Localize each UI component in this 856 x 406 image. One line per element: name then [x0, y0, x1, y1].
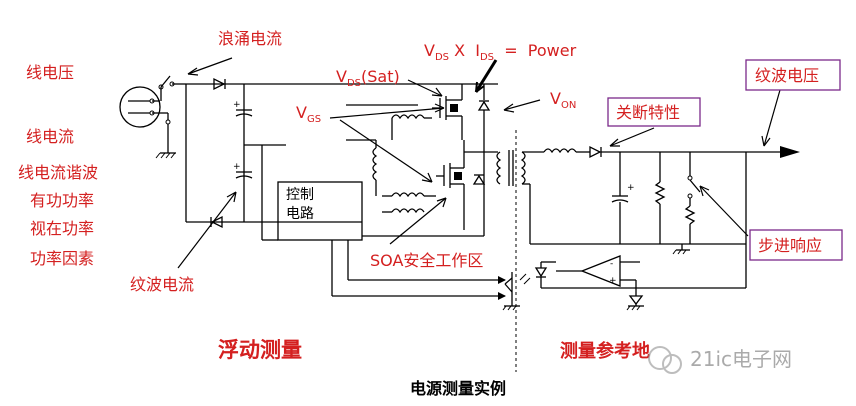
diagram-caption: 电源测量实例 — [410, 379, 506, 398]
von-label: VON — [550, 89, 576, 111]
ripple-current-label: 纹波电流 — [130, 275, 194, 294]
line-voltage-label: 线电压 — [26, 63, 74, 82]
svg-text:+: + — [627, 183, 635, 193]
real-power-label: 有功功率 — [30, 191, 94, 210]
control-circuit-label-2: 电路 — [286, 206, 314, 222]
reference-ground-label: 测量参考地 — [560, 340, 650, 362]
turn-off-label: 关断特性 — [616, 103, 680, 122]
step-response-box — [749, 229, 843, 261]
ripple-voltage-label: 纹波电压 — [755, 66, 819, 85]
line-harmonics-label: 线电流谐波 — [18, 163, 98, 182]
soa-label: SOA安全工作区 — [370, 251, 483, 270]
vgs-label: VGS — [296, 103, 321, 125]
inrush-current-label: 浪涌电流 — [218, 29, 282, 48]
power-factor-label: 功率因素 — [30, 249, 94, 268]
power-equation-label: VDS X IDS = Power — [424, 41, 577, 63]
vds-sat-label: VDS(Sat) — [336, 67, 400, 89]
apparent-power-label: 视在功率 — [30, 219, 94, 238]
line-current-label: 线电流 — [26, 127, 74, 146]
control-box — [277, 181, 363, 241]
control-circuit-label-1: 控制 — [286, 187, 314, 203]
error-amplifier — [580, 255, 621, 287]
svg-text:-: - — [610, 259, 613, 269]
ripple-voltage-box — [745, 59, 841, 91]
ac-source — [119, 86, 161, 128]
step-response-label: 步进响应 — [758, 236, 822, 255]
turn-off-box — [607, 97, 701, 127]
svg-text:+: + — [609, 276, 617, 286]
wechat-icon — [648, 346, 672, 370]
floating-measurement-label: 浮动测量 — [218, 338, 302, 362]
svg-text:+: + — [233, 100, 241, 110]
annotation-arrows — [177, 57, 781, 269]
svg-text:+: + — [233, 162, 241, 172]
circuit: + + — [119, 57, 800, 372]
watermark-text: 21ic电子网 — [690, 347, 792, 371]
watermark: 21ic电子网 — [648, 346, 792, 374]
